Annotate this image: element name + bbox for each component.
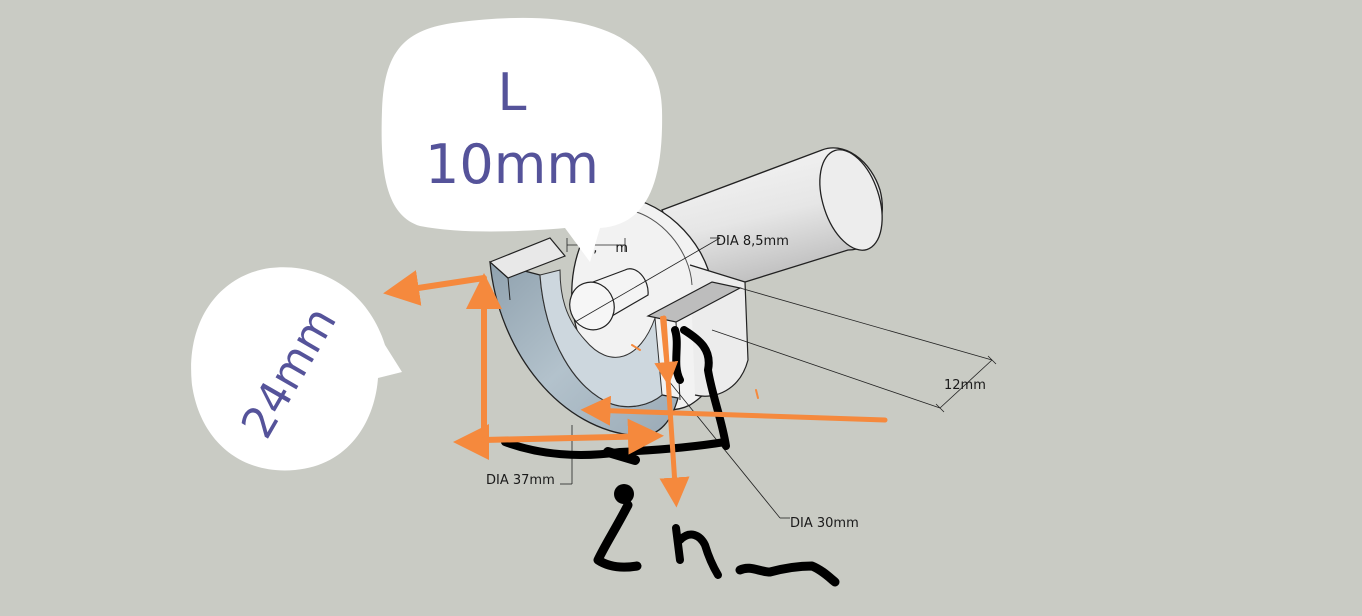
- orange-annotations: [383, 270, 888, 508]
- outer-diameter-label: DIA 37mm: [486, 473, 555, 488]
- depth-dimension-label: 12mm: [944, 378, 986, 393]
- length-letter: L: [498, 63, 527, 123]
- length-callout-bubble: L 10mm: [381, 17, 663, 263]
- marker-scribbles: [501, 326, 840, 587]
- blue-cup: [488, 237, 742, 437]
- right-horizontal-arrow: [580, 395, 888, 426]
- bottom-right-arrow: [481, 418, 664, 455]
- main-shaft: [661, 147, 883, 297]
- shaft-diameter-label: DIA 8,5mm: [716, 234, 789, 249]
- height-callout-bubble: 24mm: [191, 267, 402, 471]
- short-down-arrow: [654, 316, 679, 386]
- length-value: 10mm: [425, 133, 599, 196]
- inner-diameter-label: DIA 30mm: [790, 516, 859, 531]
- top-left-arrow: [383, 270, 487, 306]
